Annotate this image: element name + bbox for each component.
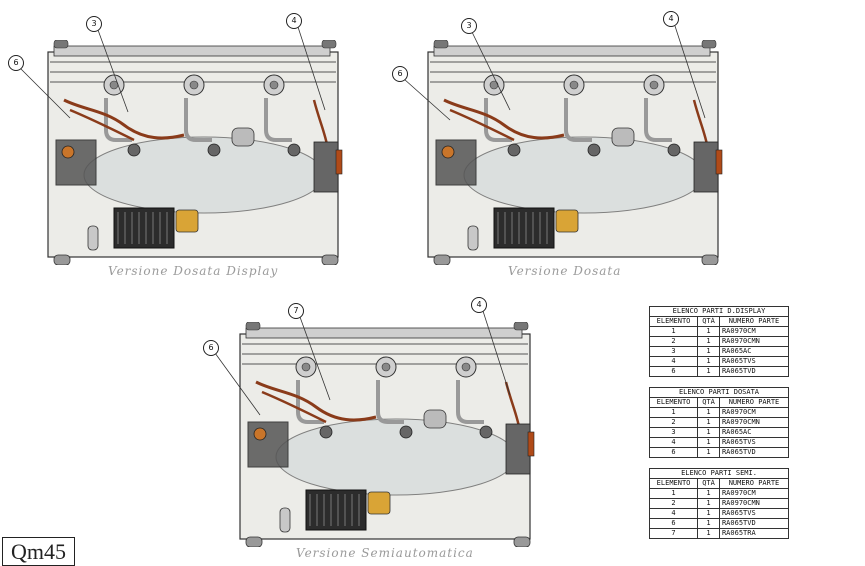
cell: 1 bbox=[697, 326, 720, 337]
cell: RA065AC bbox=[718, 427, 790, 438]
cell: RA0970CMN bbox=[718, 336, 790, 347]
caption-view2: Versione Dosata bbox=[508, 264, 622, 278]
cell: 3 bbox=[648, 427, 699, 438]
cell: 1 bbox=[697, 447, 720, 458]
callout-3-view2: 3 bbox=[461, 18, 477, 34]
machine-view-dosata bbox=[427, 40, 723, 265]
callout-6-view2: 6 bbox=[392, 66, 408, 82]
model-code-label: Qm45 bbox=[2, 537, 75, 566]
cell: 1 bbox=[697, 508, 720, 519]
callout-7-view3: 7 bbox=[288, 303, 304, 319]
cell: RA065TVS bbox=[718, 508, 790, 519]
callout-6-view3: 6 bbox=[203, 340, 219, 356]
cell: RA065TVD bbox=[718, 366, 790, 377]
callout-6-view1: 6 bbox=[8, 55, 24, 71]
table-title: ELENCO PARTI D.DISPLAY bbox=[649, 306, 789, 317]
cell: 1 bbox=[648, 488, 699, 499]
cell: 1 bbox=[697, 518, 720, 529]
cell: 1 bbox=[697, 528, 720, 539]
col-header: NUMERO PARTE bbox=[718, 478, 790, 489]
cell: RA065TVS bbox=[718, 356, 790, 367]
col-header: ELEMENTO bbox=[648, 478, 699, 489]
cell: 1 bbox=[697, 407, 720, 418]
cell: RA0970CMN bbox=[718, 417, 790, 428]
cell: 1 bbox=[697, 498, 720, 509]
cell: 1 bbox=[648, 407, 699, 418]
caption-view1: Versione Dosata Display bbox=[108, 264, 279, 278]
cell: 4 bbox=[648, 508, 699, 519]
caption-view3: Versione Semiautomatica bbox=[296, 546, 474, 560]
table-title: ELENCO PARTI DOSATA bbox=[649, 387, 789, 398]
cell: 1 bbox=[697, 437, 720, 448]
col-header: QTÀ bbox=[697, 397, 720, 408]
cell: 2 bbox=[648, 417, 699, 428]
cell: 2 bbox=[648, 336, 699, 347]
callout-3-view1: 3 bbox=[86, 16, 102, 32]
col-header: NUMERO PARTE bbox=[718, 316, 790, 327]
callout-4-view2: 4 bbox=[663, 11, 679, 27]
machine-view-display bbox=[47, 40, 343, 265]
cell: 1 bbox=[697, 336, 720, 347]
cell: RA065TVD bbox=[718, 518, 790, 529]
cell: RA0970CM bbox=[718, 488, 790, 499]
cell: RA0970CM bbox=[718, 326, 790, 337]
cell: RA0970CM bbox=[718, 407, 790, 418]
col-header: QTÀ bbox=[697, 478, 720, 489]
cell: 6 bbox=[648, 366, 699, 377]
cell: RA065TRA bbox=[718, 528, 790, 539]
col-header: ELEMENTO bbox=[648, 316, 699, 327]
table-title: ELENCO PARTI SEMI. bbox=[649, 468, 789, 479]
cell: 4 bbox=[648, 356, 699, 367]
cell: 4 bbox=[648, 437, 699, 448]
cell: 1 bbox=[697, 356, 720, 367]
cell: RA065AC bbox=[718, 346, 790, 357]
col-header: NUMERO PARTE bbox=[718, 397, 790, 408]
cell: 6 bbox=[648, 447, 699, 458]
callout-4-view3: 4 bbox=[471, 297, 487, 313]
cell: 2 bbox=[648, 498, 699, 509]
cell: 1 bbox=[697, 488, 720, 499]
col-header: QTÀ bbox=[697, 316, 720, 327]
cell: 1 bbox=[697, 417, 720, 428]
cell: 3 bbox=[648, 346, 699, 357]
cell: 1 bbox=[697, 366, 720, 377]
cell: 7 bbox=[648, 528, 699, 539]
cell: RA065TVD bbox=[718, 447, 790, 458]
cell: RA0970CMN bbox=[718, 498, 790, 509]
cell: 1 bbox=[697, 427, 720, 438]
cell: 1 bbox=[648, 326, 699, 337]
callout-4-view1: 4 bbox=[286, 13, 302, 29]
cell: 6 bbox=[648, 518, 699, 529]
cell: 1 bbox=[697, 346, 720, 357]
col-header: ELEMENTO bbox=[648, 397, 699, 408]
machine-view-semiautomatica bbox=[239, 322, 535, 547]
cell: RA065TVS bbox=[718, 437, 790, 448]
